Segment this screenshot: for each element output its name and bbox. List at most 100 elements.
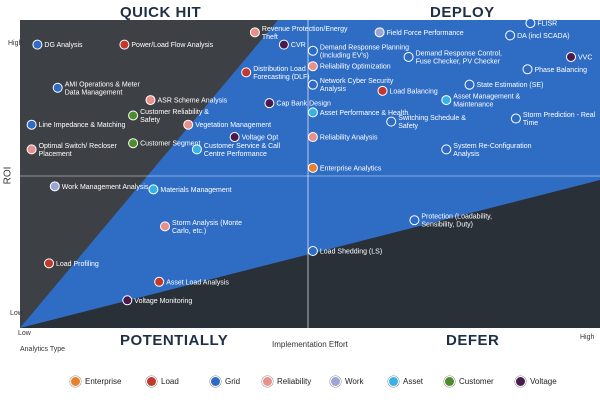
point-label: Voltage Monitoring xyxy=(134,298,192,305)
point-marker xyxy=(128,110,139,121)
legend-label: Customer xyxy=(459,377,494,386)
data-point: Switching Schedule &Safety xyxy=(386,115,466,130)
point-marker xyxy=(119,39,130,50)
point-label: Load Balancing xyxy=(390,88,438,95)
point-label: Work Management Analysis xyxy=(62,184,149,191)
point-marker xyxy=(377,85,388,96)
point-marker xyxy=(229,132,240,143)
legend-swatch xyxy=(146,376,157,387)
point-marker xyxy=(307,162,318,173)
legend-item: Enterprise xyxy=(70,376,121,387)
legend-label: Enterprise xyxy=(85,377,122,386)
quadrant-potentially: POTENTIALLY xyxy=(120,332,229,349)
data-point: Voltage Opt xyxy=(229,132,279,143)
data-point: Cap Bank Design xyxy=(264,98,331,109)
y-axis-high-label: High xyxy=(8,40,23,47)
data-point: Asset Management &Maintenance xyxy=(441,94,521,109)
point-marker xyxy=(128,138,139,149)
point-marker xyxy=(441,95,452,106)
legend-item: Load xyxy=(146,376,179,387)
data-point: DG Analysis xyxy=(32,39,83,50)
point-label: Demand Response Planning(Including EV's) xyxy=(320,44,409,59)
point-label: Vegetation Management xyxy=(195,122,271,129)
point-marker xyxy=(464,79,475,90)
point-label: Reliability Optimization xyxy=(320,64,391,71)
legend-swatch xyxy=(330,376,341,387)
point-label: Asset Management &Maintenance xyxy=(453,94,520,109)
point-label: Voltage Opt xyxy=(242,135,279,142)
quadrant-dividers xyxy=(20,20,600,328)
x-axis-title: Implementation Effort xyxy=(272,340,348,349)
point-marker xyxy=(566,51,576,62)
quadrant-quick-hit: QUICK HIT xyxy=(120,4,202,21)
legend-swatch xyxy=(515,376,526,387)
point-label: Customer Segment xyxy=(140,141,200,148)
point-label: Field Force Performance xyxy=(387,30,464,37)
point-label: Materials Management xyxy=(160,187,231,194)
point-label: Cap Bank Design xyxy=(276,101,331,108)
data-point: Reliability Optimization xyxy=(307,61,391,72)
data-point: Field Force Performance xyxy=(374,27,464,38)
point-marker xyxy=(307,61,318,72)
point-label: Phase Balancing xyxy=(535,67,588,74)
point-marker xyxy=(160,221,170,232)
point-label: Switching Schedule &Safety xyxy=(398,115,466,130)
point-marker xyxy=(307,79,318,90)
x-axis-high-label: High xyxy=(580,334,595,341)
point-marker xyxy=(52,82,63,93)
point-label: Load Shedding (LS) xyxy=(320,249,382,256)
legend-label: Voltage xyxy=(530,377,557,386)
point-label: Enterprise Analytics xyxy=(320,165,382,172)
point-marker xyxy=(249,27,260,38)
data-point: VVC xyxy=(566,51,592,62)
point-marker xyxy=(154,276,165,287)
legend-item: Customer xyxy=(444,376,494,387)
quadrant-deploy: DEPLOY xyxy=(430,4,495,21)
quadrant-defer: DEFER xyxy=(446,332,500,349)
point-label: Asset Performance & Health xyxy=(320,110,408,117)
legend-swatch xyxy=(444,376,455,387)
point-label: Protection (Loadability,Sensibility, Dut… xyxy=(421,214,492,229)
legend-item: Asset xyxy=(388,376,423,387)
point-marker xyxy=(148,184,159,195)
legend-label: Work xyxy=(345,377,364,386)
y-axis-title: ROI xyxy=(2,166,14,185)
data-point: Asset Performance & Health xyxy=(307,107,408,118)
data-point: CVR xyxy=(278,39,306,50)
point-marker xyxy=(510,113,521,124)
point-marker xyxy=(307,246,318,256)
data-point: Voltage Monitoring xyxy=(122,295,192,306)
legend-item: Voltage xyxy=(515,376,557,387)
point-label: Reliability Analysis xyxy=(320,135,378,142)
legend-swatch xyxy=(388,376,399,387)
data-point: Customer Segment xyxy=(128,138,200,149)
point-marker xyxy=(49,181,60,192)
data-point: Enterprise Analytics xyxy=(307,162,382,173)
point-label: Asset Load Analysis xyxy=(166,279,229,286)
point-label: VVC xyxy=(578,54,592,61)
legend-label: Grid xyxy=(225,377,241,386)
data-point: Customer Reliability &Safety xyxy=(128,109,209,124)
point-label: Power/Load Flow Analysis xyxy=(131,42,213,49)
y-axis-low-label: Low xyxy=(10,310,23,317)
data-point: FLISR xyxy=(525,18,557,29)
point-marker xyxy=(403,51,414,62)
point-marker xyxy=(278,39,289,50)
data-point: Load Shedding (LS) xyxy=(307,246,382,256)
legend-label: Load xyxy=(161,377,179,386)
